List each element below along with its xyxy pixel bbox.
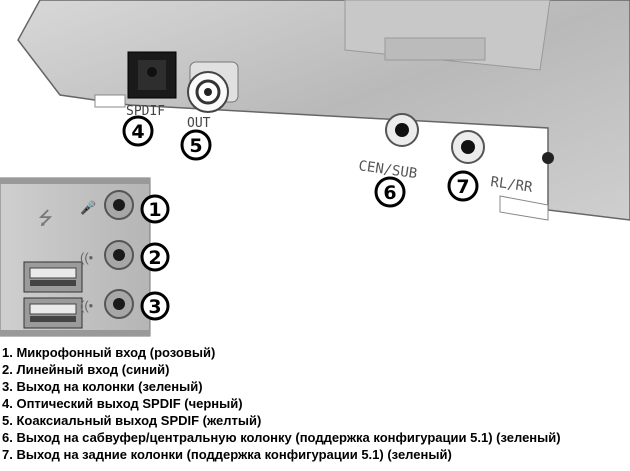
caption-7: 7. Выход на задние колонки (поддержка ко… (2, 447, 452, 462)
svg-text:3: 3 (148, 296, 161, 318)
caption-4: 4. Оптический выход SPDIF (черный) (2, 396, 243, 411)
marker-6: 6 (374, 176, 406, 208)
svg-text:6: 6 (383, 182, 396, 204)
speaker-out-jack (104, 289, 134, 319)
out-label: OUT (187, 116, 211, 131)
line-in-icon: ((• (80, 250, 94, 265)
marker-2: 2 (140, 242, 170, 272)
caption-5: 5. Коаксиальный выход SPDIF (желтый) (2, 413, 262, 428)
coaxial-spdif-port (187, 61, 239, 113)
marker-3: 3 (140, 291, 170, 321)
line-in-jack (104, 240, 134, 270)
spdif-label: SPDIF (126, 104, 165, 119)
svg-text:2: 2 (148, 247, 161, 269)
caption-6: 6. Выход на сабвуфер/центральную колонку… (2, 430, 561, 445)
rl-rr-label: RL/RR (489, 174, 534, 196)
marker-7: 7 (447, 170, 479, 202)
usb-icon: ⭍ (38, 208, 53, 228)
svg-text:5: 5 (189, 135, 202, 157)
audio-ports-illustration: SPDIF OUT CEN/SUB RL/RR ⭍ 🎤 ((• ((• 1 (0, 0, 630, 337)
marker-4: 4 (122, 115, 154, 147)
usb-ports (23, 261, 83, 329)
microphone-icon: 🎤 (80, 199, 96, 215)
caption-2: 2. Линейный вход (синий) (2, 362, 170, 377)
svg-text:4: 4 (131, 121, 144, 143)
optical-spdif-port (127, 51, 177, 99)
partial-port (542, 152, 554, 164)
speaker-out-icon: ((• (80, 298, 94, 313)
marker-5: 5 (180, 129, 212, 161)
microphone-jack (104, 190, 134, 220)
svg-text:7: 7 (456, 176, 469, 198)
subwoofer-center-port (385, 113, 419, 147)
caption-1: 1. Микрофонный вход (розовый) (2, 345, 216, 360)
svg-text:1: 1 (148, 199, 161, 221)
rear-speakers-port (451, 130, 485, 164)
marker-1: 1 (140, 194, 170, 224)
caption-3: 3. Выход на колонки (зеленый) (2, 379, 203, 394)
